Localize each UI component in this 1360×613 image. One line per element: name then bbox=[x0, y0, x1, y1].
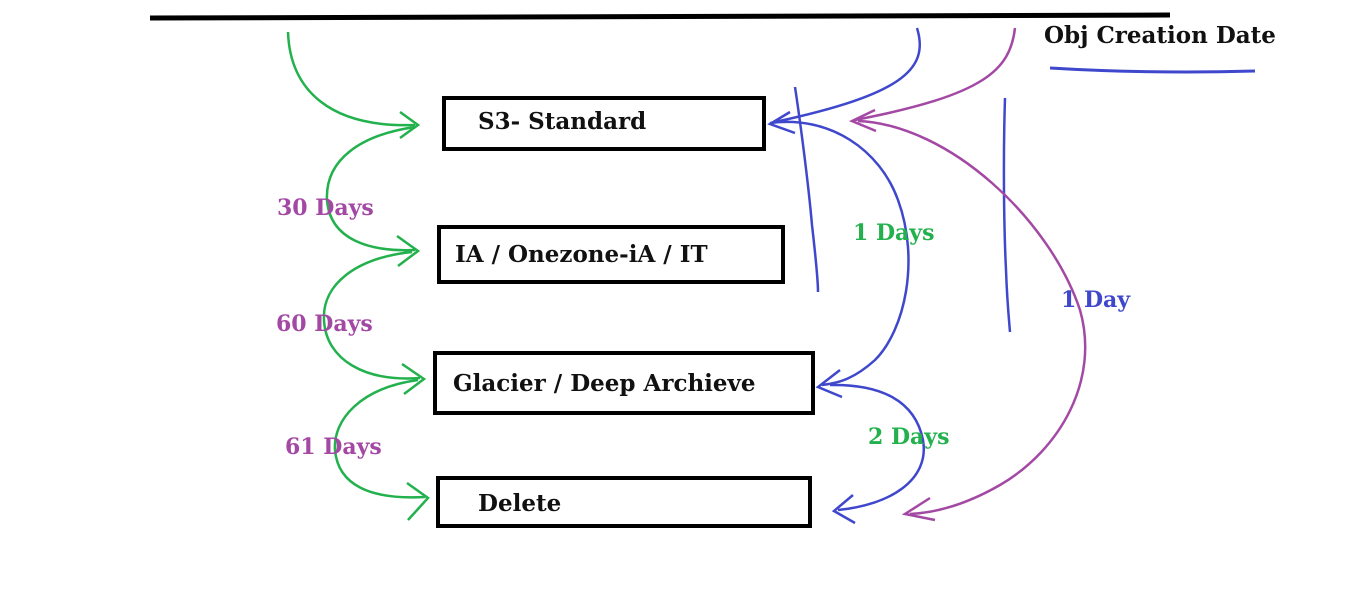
blue-vertical-stroke-1 bbox=[793, 86, 820, 293]
box-ia: IA / Onezone-iA / IT bbox=[437, 225, 785, 284]
label-61-days: 61 Days bbox=[285, 434, 382, 460]
obj-creation-date-label: Obj Creation Date bbox=[1044, 22, 1276, 49]
box-glacier-label: Glacier / Deep Archieve bbox=[453, 370, 756, 397]
label-30-days: 30 Days bbox=[277, 195, 374, 221]
purple-arrowhead-delete bbox=[901, 496, 936, 522]
box-delete-label: Delete bbox=[478, 490, 562, 517]
blue-arrowhead-standard bbox=[767, 110, 796, 135]
box-ia-label: IA / Onezone-iA / IT bbox=[455, 241, 708, 268]
box-s3-standard-label: S3- Standard bbox=[478, 108, 647, 135]
box-delete: Delete bbox=[436, 476, 812, 528]
green-arrow-standard-to-ia bbox=[325, 125, 416, 252]
green-arrowhead-ia bbox=[396, 234, 421, 267]
blue-arrowhead-glacier bbox=[815, 369, 843, 399]
green-arrowhead-delete bbox=[406, 481, 430, 521]
label-2-days: 2 Days bbox=[868, 424, 950, 450]
green-arrow-to-standard bbox=[286, 31, 416, 127]
box-glacier: Glacier / Deep Archieve bbox=[433, 351, 815, 415]
label-60-days: 60 Days bbox=[276, 311, 373, 337]
date-underline bbox=[1049, 66, 1256, 74]
blue-vertical-stroke-2 bbox=[1002, 97, 1012, 333]
blue-arrow-standard-to-glacier bbox=[769, 120, 910, 387]
blue-arrowhead-delete bbox=[831, 494, 856, 525]
green-arrowhead-glacier bbox=[401, 362, 427, 395]
purple-arrow-to-standard bbox=[854, 27, 1017, 122]
box-s3-standard: S3- Standard bbox=[442, 96, 766, 151]
label-1-days: 1 Days bbox=[853, 220, 935, 246]
green-arrowhead-standard bbox=[399, 110, 421, 140]
blue-arrow-to-standard bbox=[774, 27, 922, 124]
purple-arrow-standard-to-delete bbox=[857, 119, 1087, 516]
label-1-day: 1 Day bbox=[1061, 287, 1131, 313]
green-arrow-ia-to-glacier bbox=[322, 250, 421, 380]
green-arrow-glacier-to-delete bbox=[333, 378, 426, 499]
timeline-line bbox=[149, 12, 1171, 21]
blue-arrow-glacier-to-delete bbox=[829, 383, 926, 512]
purple-arrowhead-standard bbox=[848, 108, 877, 133]
